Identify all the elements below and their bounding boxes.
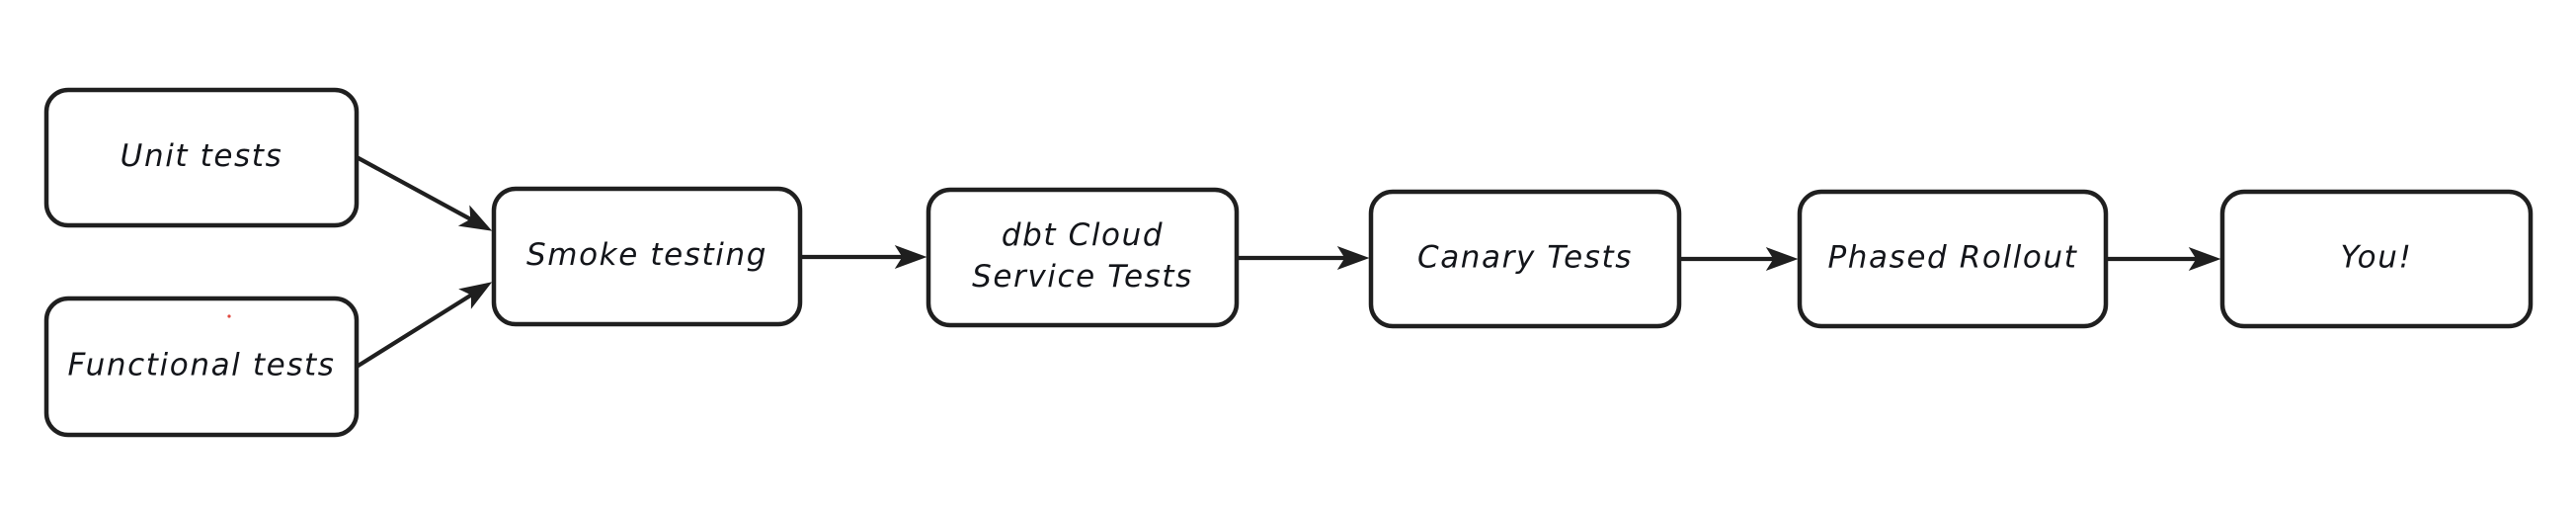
arrowhead-icon: [2188, 247, 2221, 271]
edge-line: [355, 155, 476, 223]
node-label: You!: [2341, 240, 2413, 276]
node-label: Functional tests: [67, 348, 335, 383]
node-canary-tests[interactable]: Canary Tests: [1368, 189, 1682, 329]
edge-line: [355, 291, 477, 369]
node-you[interactable]: You!: [2219, 189, 2534, 329]
edge-unit-to-smoke: [355, 155, 493, 231]
node-box[interactable]: [43, 296, 360, 438]
node-functional-tests[interactable]: Functional tests: [43, 296, 360, 438]
arrowhead-icon: [457, 205, 493, 231]
node-box[interactable]: [1797, 189, 2109, 329]
node-label: Smoke testing: [526, 237, 767, 273]
edge-canary-to-phased: [1681, 247, 1799, 271]
arrowhead-icon: [1336, 246, 1370, 270]
node-label: dbt Cloud: [1002, 217, 1164, 253]
arrowhead-icon: [894, 245, 927, 269]
node-label: Unit tests: [121, 138, 283, 174]
edge-dbt-to-canary: [1239, 246, 1370, 270]
edge-functional-to-smoke: [355, 282, 493, 369]
edge-phased-to-you: [2108, 247, 2221, 271]
node-box[interactable]: [926, 187, 1240, 328]
node-box[interactable]: [43, 87, 360, 228]
arrowhead-icon: [1765, 247, 1799, 271]
node-box[interactable]: [1368, 189, 1682, 329]
edges-layer: [355, 155, 2221, 369]
node-label: Phased Rollout: [1828, 240, 2078, 276]
node-unit-tests[interactable]: Unit tests: [43, 87, 360, 228]
stray-speck: [227, 314, 231, 318]
artifacts-layer: [227, 314, 231, 318]
node-phased-rollout[interactable]: Phased Rollout: [1797, 189, 2109, 329]
node-box[interactable]: [491, 186, 803, 327]
arrowhead-icon: [458, 282, 493, 309]
node-label: Canary Tests: [1417, 240, 1633, 276]
node-smoke-testing[interactable]: Smoke testing: [491, 186, 803, 327]
edge-smoke-to-dbt: [802, 245, 927, 269]
node-box[interactable]: [2219, 189, 2534, 329]
node-label: Service Tests: [972, 259, 1193, 295]
